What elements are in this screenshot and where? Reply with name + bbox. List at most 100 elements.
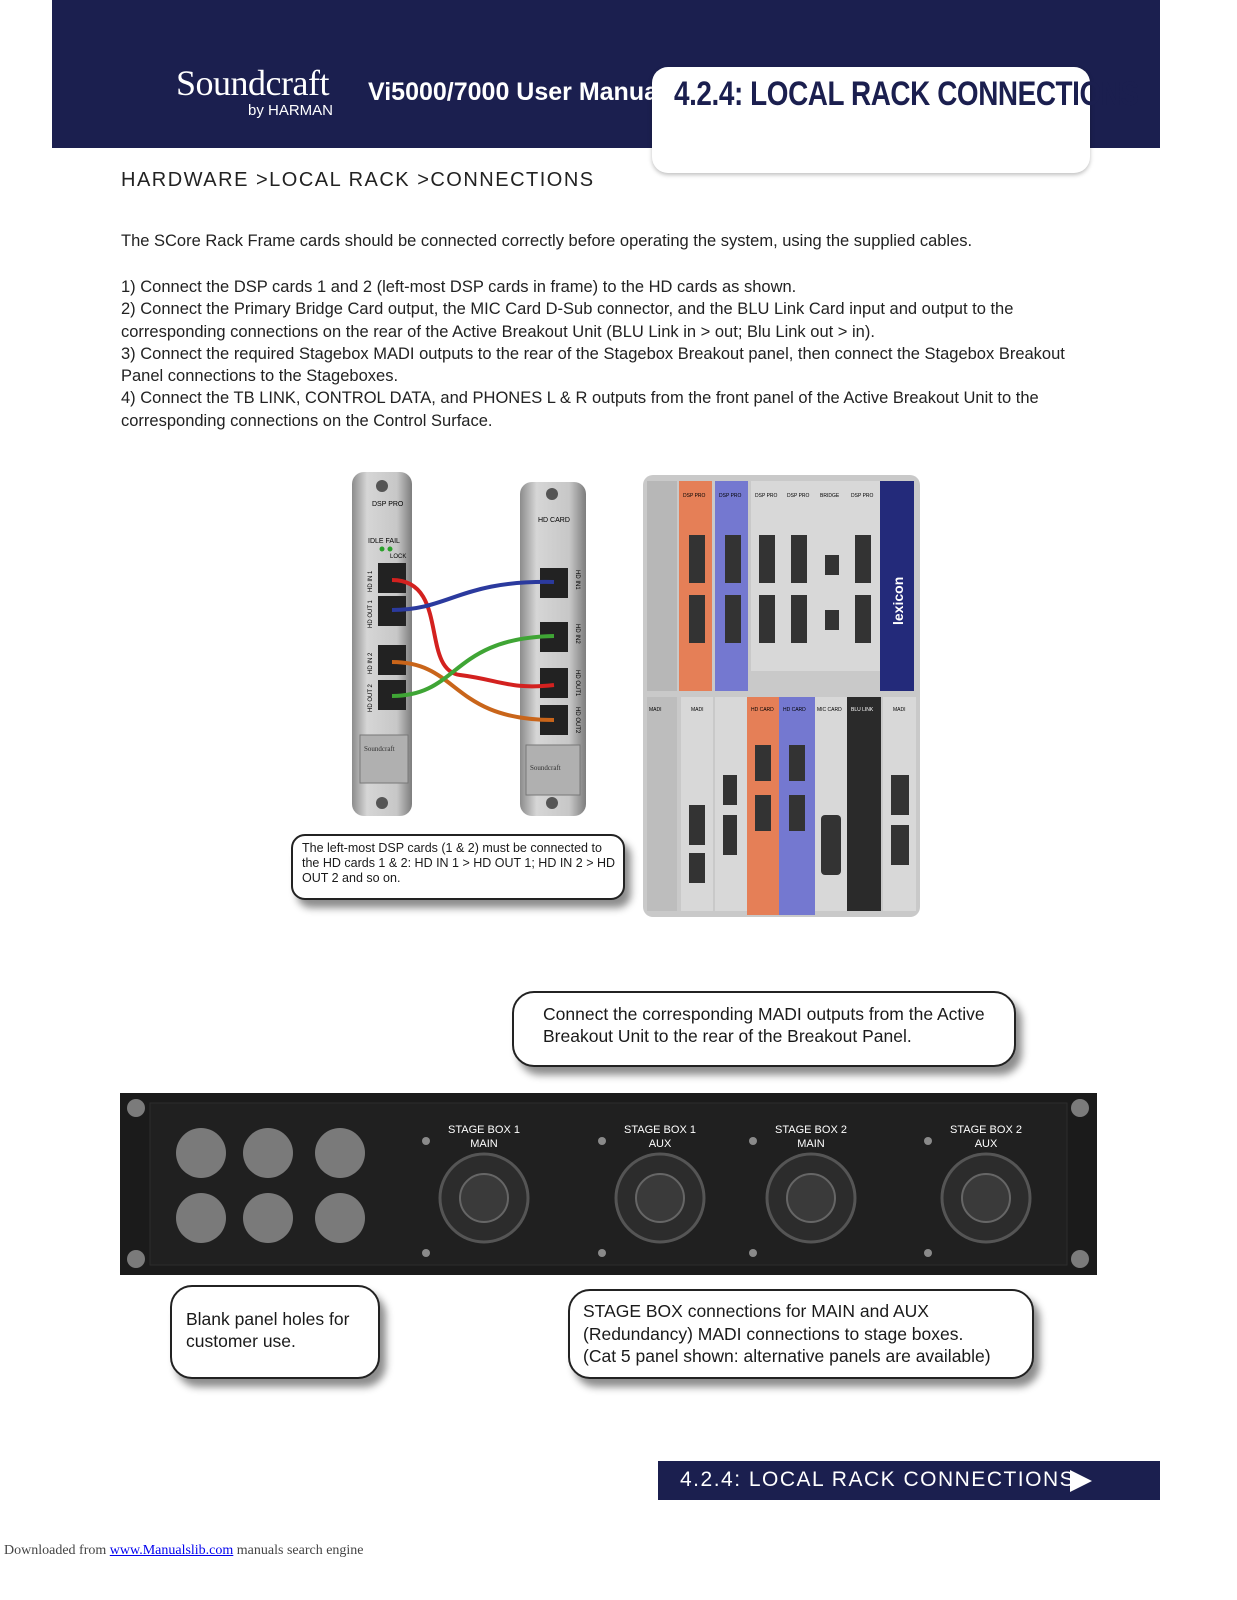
stagebox-breakout-panel: STAGE BOX 1 MAIN STAGE BOX 1 AUX STAGE B… xyxy=(120,1093,1097,1275)
rack-card xyxy=(815,697,847,911)
section-title: 4.2.4: LOCAL RACK CONNECTIONS xyxy=(674,75,1139,114)
blank-hole xyxy=(243,1193,293,1243)
rack-card xyxy=(847,697,881,911)
rack-card-label: HD CARD xyxy=(751,707,774,713)
screw-icon xyxy=(546,488,558,500)
dsp-port-label: HD OUT 2 xyxy=(368,683,374,712)
next-section-label: 4.2.4: LOCAL RACK CONNECTIONS xyxy=(680,1468,1075,1492)
play-arrow-icon xyxy=(1070,1470,1092,1492)
rack-card-label: BRIDGE xyxy=(820,493,840,499)
rack-card xyxy=(715,481,748,691)
rack-port xyxy=(725,535,741,583)
stagebox-note-line: (Cat 5 panel shown: alternative panels a… xyxy=(583,1345,1029,1368)
download-prefix: Downloaded from xyxy=(4,1543,110,1558)
panel-bevel xyxy=(150,1103,1067,1265)
rack-card-label: DSP PRO xyxy=(719,493,742,499)
rack-port xyxy=(759,535,775,583)
screw-icon xyxy=(598,1249,606,1257)
manualslib-link[interactable]: www.Manualslib.com xyxy=(110,1543,234,1558)
connector-label: STAGE BOX 1 xyxy=(448,1124,520,1136)
rack-card-label: MADI xyxy=(649,707,662,713)
card-handle xyxy=(360,735,408,783)
intro-paragraph: The SCore Rack Frame cards should be con… xyxy=(121,232,972,251)
step-item: 1) Connect the DSP cards 1 and 2 (left-m… xyxy=(121,276,1091,298)
rack-screw-icon xyxy=(127,1099,145,1117)
rack-card-label: MIC CARD xyxy=(817,707,842,713)
connector-label: MAIN xyxy=(470,1138,498,1150)
hd-card-title: HD CARD xyxy=(538,517,570,524)
breadcrumb: HARDWARE >LOCAL RACK >CONNECTIONS xyxy=(121,169,595,192)
stagebox-note-line: STAGE BOX connections for MAIN and AUX xyxy=(583,1300,1029,1323)
next-section-link[interactable]: 4.2.4: LOCAL RACK CONNECTIONS xyxy=(658,1461,1160,1500)
rack-card-label: DSP PRO xyxy=(851,493,874,499)
rack-card-label: MADI xyxy=(893,707,906,713)
rack-port xyxy=(791,535,807,583)
port-hd-card-out-1 xyxy=(540,668,568,698)
connector-label: STAGE BOX 2 xyxy=(775,1124,847,1136)
rack-port xyxy=(689,805,705,845)
rack-port xyxy=(689,535,705,583)
dsp-port-label: HD OUT 1 xyxy=(368,599,374,628)
blank-hole xyxy=(315,1193,365,1243)
screw-icon xyxy=(749,1137,757,1145)
dsp-port-label: HD IN 2 xyxy=(368,652,374,674)
rack-port xyxy=(825,610,839,630)
blank-hole xyxy=(243,1128,293,1178)
blank-holes-callout: Blank panel holes for customer use. xyxy=(170,1285,380,1379)
dsp-note-text: The left-most DSP cards (1 & 2) must be … xyxy=(302,841,618,886)
screw-icon xyxy=(376,797,388,809)
led-icon xyxy=(388,547,393,552)
connector-label: STAGE BOX 1 xyxy=(624,1124,696,1136)
ethercon-connector-inner xyxy=(460,1174,508,1222)
screw-icon xyxy=(598,1137,606,1145)
lexicon-label: lexicon xyxy=(890,577,906,625)
harman-logo: by HARMAN xyxy=(248,102,333,119)
dsp-card-status: IDLE FAIL xyxy=(368,538,400,545)
rack-port xyxy=(689,853,705,883)
rack-port xyxy=(755,745,771,781)
ethercon-connector-inner xyxy=(636,1174,684,1222)
dsp-note-callout: The left-most DSP cards (1 & 2) must be … xyxy=(291,834,625,900)
dsp-card-lock: LOCK xyxy=(390,554,406,560)
rack-port xyxy=(725,595,741,643)
rack-frame-photo: lexicon DSP PRO DSP PRO DSP PRO DSP PRO … xyxy=(643,475,920,917)
download-suffix: manuals search engine xyxy=(233,1543,363,1558)
rack-port xyxy=(855,595,871,643)
rack-screw-icon xyxy=(1071,1099,1089,1117)
rack-port xyxy=(789,795,805,831)
connector-label: AUX xyxy=(975,1138,998,1150)
stagebox-note-text: STAGE BOX connections for MAIN and AUX (… xyxy=(583,1300,1029,1368)
rack-card-label: BLU LINK xyxy=(851,707,874,713)
madi-note-text: Connect the corresponding MADI outputs f… xyxy=(543,1003,1003,1047)
hd-port-label: HD OUT2 xyxy=(574,707,580,734)
step-item: 3) Connect the required Stagebox MADI ou… xyxy=(121,343,1091,388)
rack-screw-icon xyxy=(1071,1250,1089,1268)
rack-port xyxy=(825,555,839,575)
rack-port xyxy=(789,745,805,781)
blank-hole xyxy=(176,1128,226,1178)
download-credit: Downloaded from www.Manualslib.com manua… xyxy=(4,1543,364,1559)
screw-icon xyxy=(376,480,388,492)
hd-port-label: HD IN1 xyxy=(574,570,580,590)
ethercon-connector-inner xyxy=(787,1174,835,1222)
rack-card xyxy=(647,697,677,911)
dsp-card-brand: Soundcraft xyxy=(364,745,395,753)
madi-note-callout: Connect the corresponding MADI outputs f… xyxy=(512,991,1016,1067)
rack-port xyxy=(755,795,771,831)
rack-card xyxy=(815,481,848,671)
rack-card-label: DSP PRO xyxy=(683,493,706,499)
rack-card-label: DSP PRO xyxy=(755,493,778,499)
rack-card-label: DSP PRO xyxy=(787,493,810,499)
soundcraft-logo: Soundcraft xyxy=(176,62,329,104)
screw-icon xyxy=(749,1249,757,1257)
connector-label: MAIN xyxy=(797,1138,825,1150)
rack-frame-left-panel xyxy=(647,481,677,691)
rack-port xyxy=(689,595,705,643)
stagebox-note-line: (Redundancy) MADI connections to stage b… xyxy=(583,1323,1029,1346)
hd-port-label: HD IN2 xyxy=(574,624,580,644)
rack-port xyxy=(891,775,909,815)
step-list: 1) Connect the DSP cards 1 and 2 (left-m… xyxy=(121,276,1091,432)
connector-label: AUX xyxy=(649,1138,672,1150)
rack-port xyxy=(855,535,871,583)
rack-port xyxy=(821,815,841,875)
